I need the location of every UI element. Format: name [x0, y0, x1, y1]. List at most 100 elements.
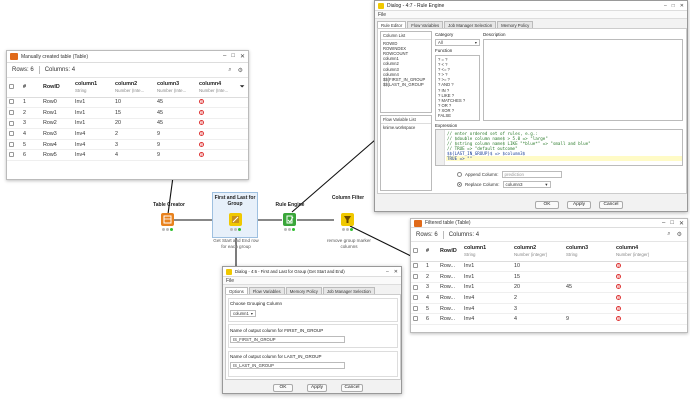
column-list-item[interactable]: column2	[383, 61, 399, 67]
minimize-icon[interactable]: –	[663, 2, 667, 9]
column-header[interactable]: RowID	[438, 242, 462, 262]
function-list-item[interactable]: ? > ?	[438, 72, 448, 78]
close-icon[interactable]: ✕	[679, 2, 684, 9]
row-checkbox[interactable]	[413, 273, 418, 279]
grouping-column-select[interactable]: column1▾	[230, 310, 256, 317]
close-icon[interactable]: ✕	[239, 54, 245, 60]
function-list-item[interactable]: ? = ?	[438, 57, 448, 62]
tab-job-manager[interactable]: Job Manager Selection	[444, 21, 497, 29]
radio-append[interactable]	[457, 172, 462, 177]
tab-memory-policy[interactable]: Memory Policy	[497, 21, 534, 29]
cancel-button[interactable]: Cancel	[341, 384, 363, 392]
function-list[interactable]: ? = ?? < ?? <= ?? > ?? >= ?? AND ?? IN ?…	[435, 55, 480, 121]
column-list-item[interactable]: $${FIRST_IN_GROUP	[383, 76, 426, 82]
flow-variable-panel[interactable]: Flow Variable List knime.workspace	[380, 115, 432, 191]
category-select[interactable]: All▾	[435, 39, 480, 46]
function-list-item[interactable]: ? IN ?	[438, 87, 450, 93]
apply-button[interactable]: Apply	[567, 201, 591, 209]
function-list-item[interactable]: FALSE	[438, 113, 452, 119]
function-list-item[interactable]: ? LIKE ?	[438, 92, 455, 98]
select-all-checkbox[interactable]	[413, 248, 418, 254]
replace-column-option[interactable]: Replace Column: column3▾	[457, 181, 551, 188]
first-in-group-input[interactable]: IS_FIRST_IN_GROUP	[230, 336, 345, 343]
menu-file[interactable]: File	[375, 11, 687, 19]
function-list-item[interactable]: ? >= ?	[438, 77, 450, 83]
maximize-icon[interactable]: □	[231, 53, 235, 59]
filtered-table-window[interactable]: Filtered table (Table) –□✕ Rows: 6 Colum…	[410, 218, 688, 333]
row-checkbox[interactable]	[9, 152, 14, 158]
ok-button[interactable]: OK	[273, 384, 293, 392]
function-list-item[interactable]: ? OR ?	[438, 102, 452, 108]
last-in-group-input[interactable]: IS_LAST_IN_GROUP	[230, 362, 345, 369]
first-last-group-dialog[interactable]: Dialog - 4:6 - First and Last for Group …	[222, 266, 402, 394]
tab-job-manager[interactable]: Job Manager Selection	[322, 287, 375, 295]
replace-column-select[interactable]: column3▾	[502, 181, 551, 188]
row-checkbox[interactable]	[9, 131, 14, 137]
function-list-item[interactable]: ? XOR ?	[438, 107, 455, 113]
minimize-icon[interactable]: –	[223, 53, 227, 59]
row-checkbox[interactable]	[413, 305, 418, 311]
column-list-item[interactable]: column3	[383, 66, 399, 72]
radio-replace[interactable]	[457, 182, 462, 187]
column-list-item[interactable]: ROWINDEX	[383, 46, 407, 52]
filter-icon[interactable]: ⏷	[240, 83, 245, 90]
column-list-item[interactable]: column4	[383, 71, 399, 77]
function-list-item[interactable]: ? <= ?	[438, 67, 450, 73]
row-checkbox[interactable]	[413, 284, 418, 290]
append-column-option[interactable]: Append Column: prediction	[457, 171, 562, 178]
menu-file[interactable]: File	[223, 277, 401, 285]
minimize-icon[interactable]: –	[386, 268, 389, 275]
column-filter-icon[interactable]	[341, 213, 354, 226]
function-list-item[interactable]: ? MATCHES ?	[438, 97, 466, 103]
row-checkbox[interactable]	[413, 295, 418, 301]
rule-engine-dialog[interactable]: Dialog - 4:7 - Rule Engine –□✕ File Rule…	[374, 0, 688, 212]
column-header[interactable]: #	[21, 78, 41, 98]
tab-options[interactable]: Options	[225, 287, 248, 295]
function-list-item[interactable]: ? < ?	[438, 62, 448, 68]
column-list-item[interactable]: ROWID	[383, 41, 398, 47]
column-header[interactable]: #	[424, 242, 438, 262]
row-checkbox[interactable]	[9, 141, 14, 147]
close-icon[interactable]: ✕	[678, 220, 684, 227]
apply-button[interactable]: Apply	[307, 384, 327, 392]
append-column-input[interactable]: prediction	[501, 171, 562, 178]
settings-icon[interactable]: ⚙	[237, 67, 243, 74]
column-list-item[interactable]: $${LAST_IN_GROUP	[383, 81, 424, 87]
column-header[interactable]: RowID	[41, 78, 73, 98]
row-checkbox[interactable]	[9, 109, 14, 115]
tab-flow-variables[interactable]: Flow Variables	[248, 287, 285, 295]
ok-button[interactable]: OK	[535, 201, 559, 209]
search-icon[interactable]: ⌕	[667, 231, 671, 237]
manually-created-table-window[interactable]: Manually created table (Table) –□✕ Rows:…	[6, 50, 249, 180]
tab-memory-policy[interactable]: Memory Policy	[285, 287, 322, 295]
settings-icon[interactable]: ⚙	[676, 232, 682, 238]
tab-rule-editor[interactable]: Rule Editor	[377, 21, 407, 29]
table-creator-icon[interactable]	[161, 213, 174, 226]
row-checkbox[interactable]	[9, 120, 14, 126]
row-checkbox[interactable]	[413, 263, 418, 269]
minimize-icon[interactable]: –	[662, 219, 666, 226]
close-icon[interactable]: ✕	[393, 268, 398, 275]
cancel-button[interactable]: Cancel	[599, 201, 623, 209]
column-list-item[interactable]: ROWCOUNT	[383, 51, 409, 57]
function-list-item[interactable]: ? AND ?	[438, 82, 454, 88]
